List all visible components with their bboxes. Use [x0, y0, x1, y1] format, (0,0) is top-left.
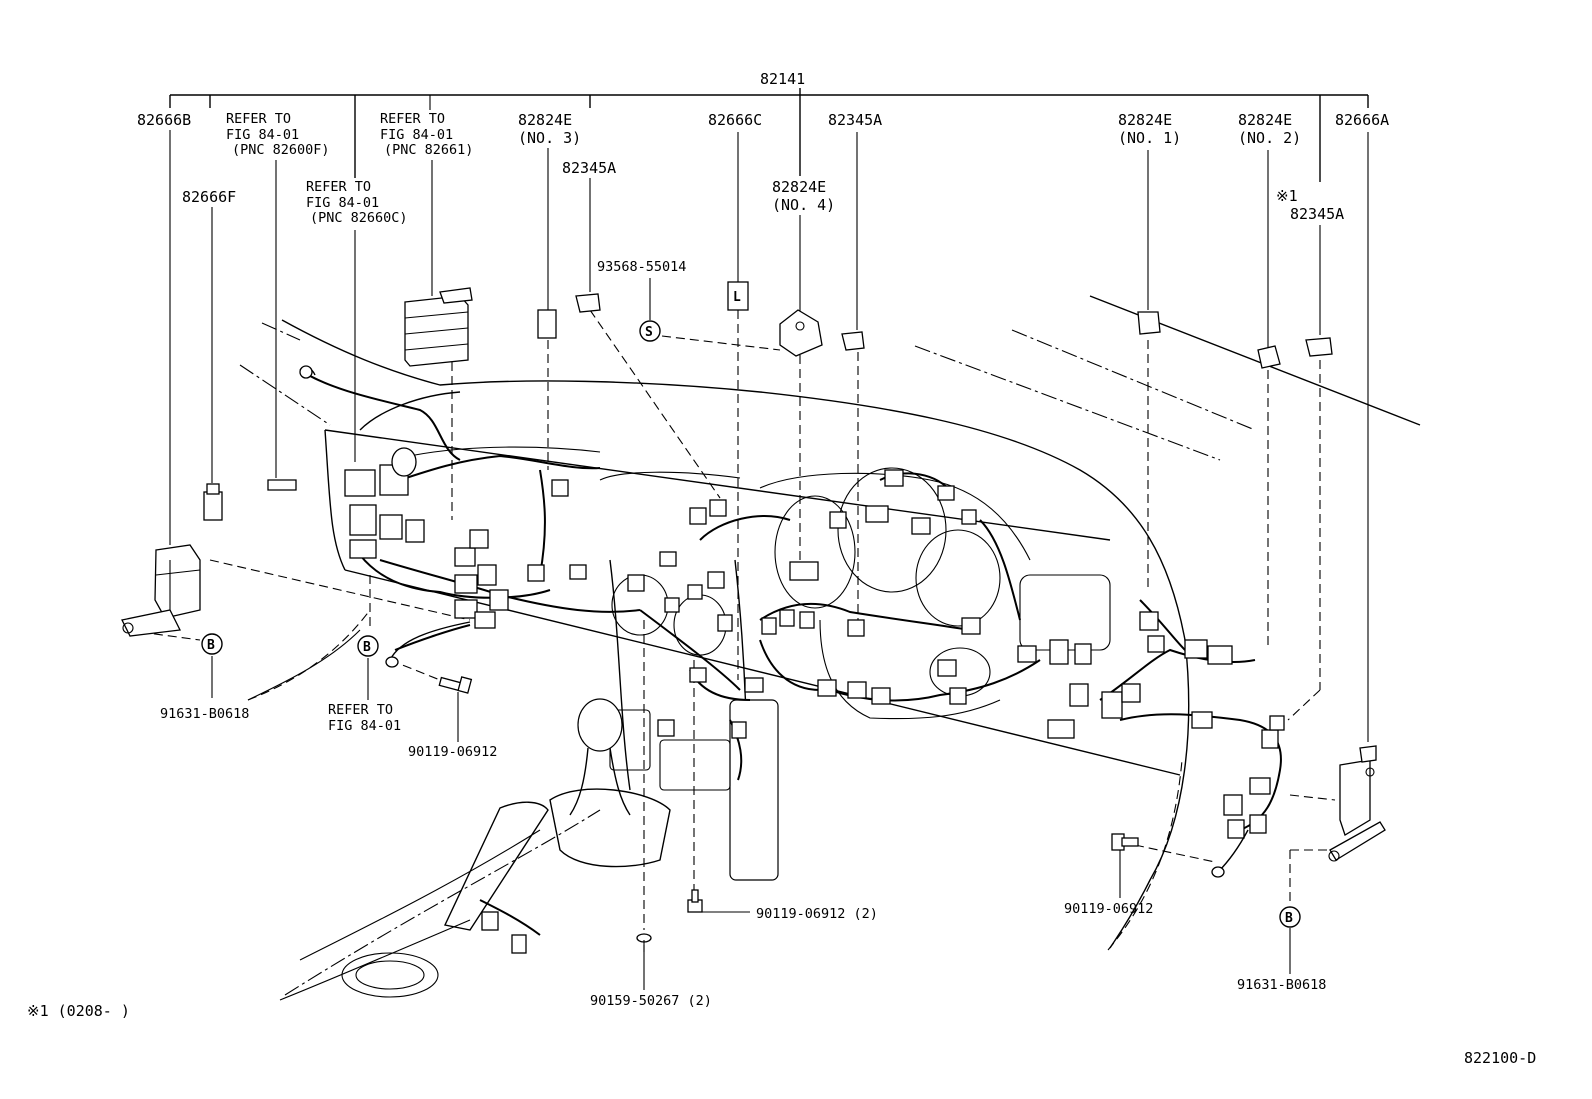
fuse-82666C	[727, 281, 749, 311]
clip-82600F	[267, 479, 297, 491]
wire-harness	[299, 369, 1282, 936]
connector-82824E-no1	[1137, 311, 1161, 335]
footnote: ※1 (0208- )	[27, 1002, 130, 1020]
label-82345A-a: 82345A	[562, 159, 616, 177]
figure-code: 822100-D	[1464, 1049, 1536, 1067]
svg-text:B: B	[207, 638, 215, 653]
refer-fig-84-01-pnc-82660C: REFER TO FIG 84-01 (PNC 82660C)	[306, 179, 408, 226]
bolt-90119-right	[1111, 833, 1139, 851]
refer-fig-84-01-pnc-82600F: REFER TO FIG 84-01 (PNC 82600F)	[226, 111, 330, 158]
relay-82666F	[203, 491, 223, 521]
label-82666A: 82666A	[1335, 111, 1389, 129]
label-82666F: 82666F	[182, 188, 236, 206]
clamp-82345A-b	[841, 331, 865, 351]
label-82824E-no2: 82824E (NO. 2)	[1238, 111, 1301, 147]
callout-b-center: B	[357, 635, 379, 657]
top-assembly-bracket	[169, 88, 1369, 182]
callout-b-left: B	[201, 633, 223, 655]
callout-s: S	[639, 320, 661, 342]
label-93568-55014: 93568-55014	[597, 259, 686, 275]
bolt-90119-center	[687, 889, 703, 913]
label-82666C: 82666C	[708, 111, 762, 129]
dashed-connectors	[139, 309, 1336, 930]
label-90119-06912-left: 90119-06912	[408, 744, 497, 760]
loose-parts: L	[121, 281, 1386, 952]
relay-bracket-82666B	[121, 544, 201, 637]
label-82824E-no3: 82824E (NO. 3)	[518, 111, 581, 147]
connector-82824E-no3	[537, 309, 557, 339]
callout-b-right: B	[1279, 906, 1301, 928]
leader-91631-left	[247, 629, 361, 701]
label-91631-B0618-left: 91631-B0618	[160, 706, 249, 722]
svg-text:L: L	[733, 290, 741, 305]
label-82824E-no4: 82824E (NO. 4)	[772, 178, 835, 214]
label-90119-06912-center: 90119-06912 (2)	[756, 906, 878, 922]
instrument-panel	[341, 446, 1111, 998]
label-82345A-b: 82345A	[828, 111, 882, 129]
connector-82824E-no2	[1257, 345, 1281, 369]
label-82666B: 82666B	[137, 111, 191, 129]
screw-90159	[636, 933, 652, 952]
label-90159-50267: 90159-50267 (2)	[590, 993, 712, 1009]
refer-fig-84-01-pnc-82661: REFER TO FIG 84-01 (PNC 82661)	[380, 111, 473, 158]
svg-text:B: B	[1285, 911, 1293, 926]
label-82141: 82141	[760, 70, 805, 88]
leader-lines	[169, 95, 1369, 990]
bolt-90119-left	[438, 676, 473, 694]
label-82345A-c: 82345A	[1290, 205, 1344, 223]
ground-wire-left	[389, 621, 471, 661]
clamp-82345A-a	[575, 293, 601, 313]
label-82824E-no1: 82824E (NO. 1)	[1118, 111, 1181, 147]
svg-text:S: S	[645, 325, 653, 340]
svg-text:B: B	[363, 640, 371, 655]
label-90119-06912-right: 90119-06912	[1064, 901, 1153, 917]
relay-bracket-82666A	[1328, 745, 1386, 862]
clamp-82345A-c	[1305, 337, 1333, 357]
label-82345A-c-mark: ※1	[1276, 187, 1298, 205]
vehicle-body-outline	[239, 295, 1421, 1001]
connector-82824E-no4	[779, 309, 823, 357]
junction-block-82661	[404, 287, 473, 367]
harness-connectors	[344, 447, 1285, 954]
refer-fig-84-01: REFER TO FIG 84-01	[328, 702, 401, 734]
label-91631-B0618-right: 91631-B0618	[1237, 977, 1326, 993]
